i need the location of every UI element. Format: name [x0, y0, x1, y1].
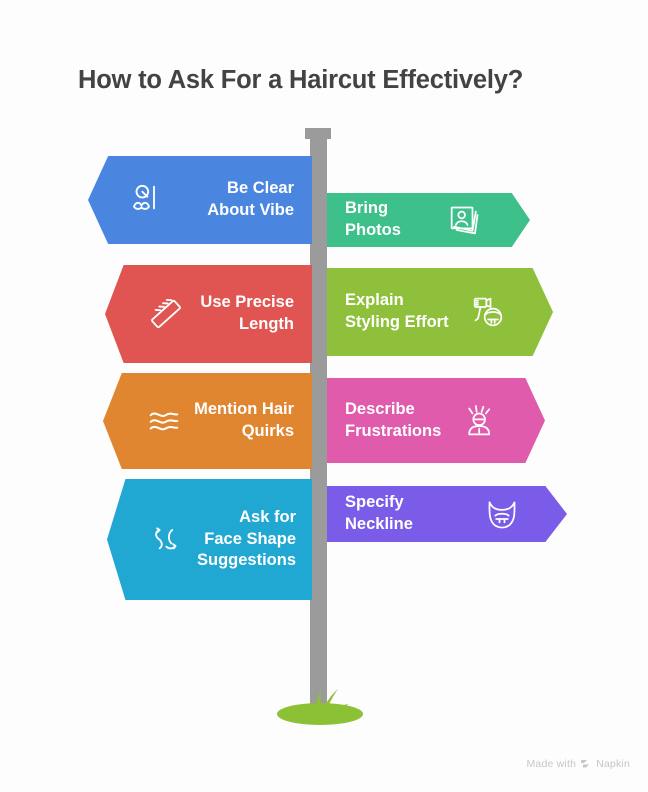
sign-label: Mention Hair Quirks — [194, 400, 294, 440]
signpost-ground-ellipse — [277, 703, 363, 725]
mustache-monocle-icon — [128, 179, 170, 221]
sign-label: Explain Styling Effort — [345, 291, 449, 331]
sign-label: Specify Neckline — [345, 493, 413, 533]
watermark: Made with Napkin — [526, 758, 630, 770]
watermark-text: Made with — [526, 758, 577, 770]
hairdryer-brush-icon — [467, 291, 509, 333]
sign-bring-photos[interactable]: Bring Photos — [327, 193, 530, 247]
beard-neckline-icon — [481, 493, 523, 535]
sign-label: Use Precise Length — [200, 293, 294, 333]
face-shape-icon — [147, 519, 189, 561]
sign-explain-styling-effort[interactable]: Explain Styling Effort — [327, 268, 553, 356]
sign-mention-hair-quirks[interactable]: Mention Hair Quirks — [103, 373, 312, 469]
sign-label: Bring Photos — [345, 199, 401, 239]
photo-stack-icon — [444, 199, 486, 241]
ruler-icon — [145, 293, 187, 335]
wavy-lines-icon — [143, 400, 185, 442]
signpost-pole — [310, 139, 327, 714]
frustrated-person-icon — [459, 400, 501, 442]
sign-specify-neckline[interactable]: Specify Neckline — [327, 486, 567, 542]
sign-ask-for-face-shape-suggestions[interactable]: Ask for Face Shape Suggestions — [107, 479, 312, 600]
signpost-cap — [305, 128, 331, 139]
napkin-chevrons-logo — [580, 758, 592, 770]
sign-use-precise-length[interactable]: Use Precise Length — [105, 265, 312, 363]
sign-describe-frustrations[interactable]: Describe Frustrations — [327, 378, 545, 463]
sign-label: Be Clear About Vibe — [207, 179, 294, 219]
sign-be-clear-about-vibe[interactable]: Be Clear About Vibe — [88, 156, 312, 244]
sign-label: Describe Frustrations — [345, 399, 442, 440]
page-title: How to Ask For a Haircut Effectively? — [78, 66, 524, 95]
sign-label: Ask for Face Shape Suggestions — [197, 507, 297, 570]
grass-tuft-icon — [297, 689, 349, 718]
watermark-brand: Napkin — [596, 758, 630, 770]
